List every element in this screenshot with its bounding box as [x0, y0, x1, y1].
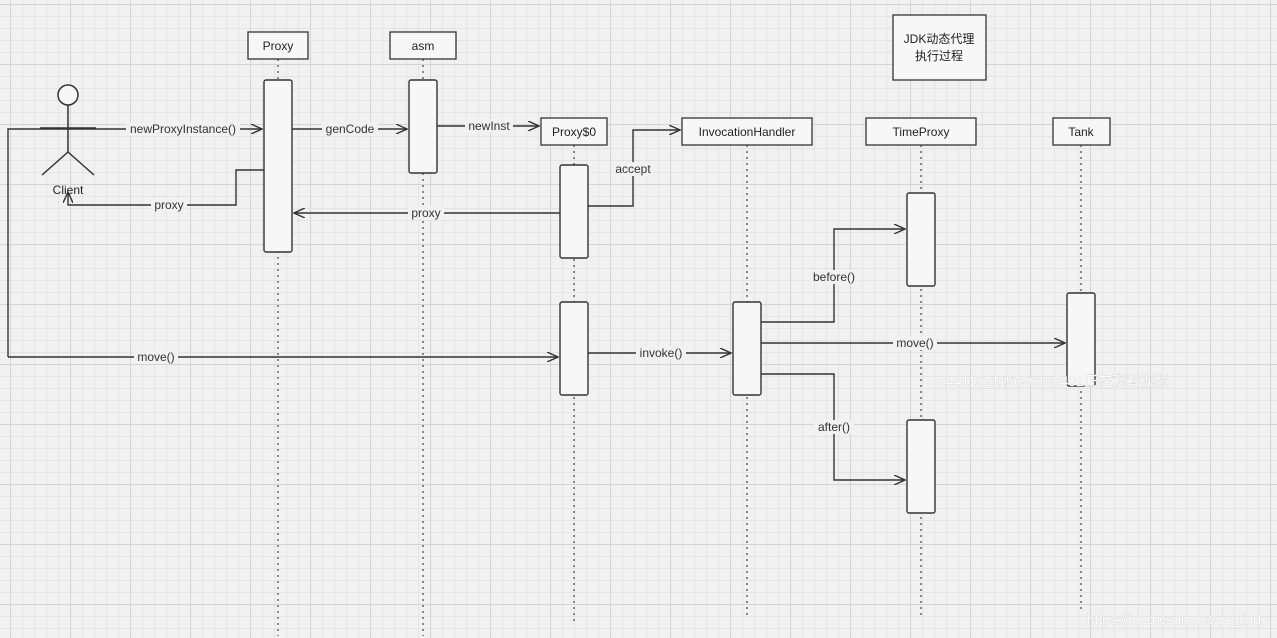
watermark-blog-url: https://blog.csdn.net/qq_lindy	[1087, 611, 1268, 627]
header-label-tank: Tank	[1068, 125, 1094, 139]
title-note-line2: 执行过程	[915, 48, 963, 63]
activation-timeproxy-1	[906, 192, 936, 287]
activation-bars	[263, 79, 1096, 514]
msg-line-new-proxy-instance	[7, 129, 262, 357]
header-label-asm: asm	[412, 39, 435, 53]
activation-proxy0-1	[559, 164, 589, 259]
watermark-viewer-count: 1441152115696160402正在观看视频	[938, 373, 1168, 389]
lifeline-header-labels: Proxy asm Proxy$0 InvocationHandler Time…	[263, 32, 1095, 139]
lifeline-headers	[247, 14, 1111, 146]
msg-label-proxy-return-1: proxy	[411, 206, 440, 220]
actor-client	[40, 84, 96, 176]
activation-timeproxy-2	[906, 419, 936, 514]
msg-label-before: before()	[813, 270, 855, 284]
header-box-handler	[681, 117, 813, 146]
activation-asm	[408, 79, 438, 174]
msg-label-move-tank: move()	[896, 336, 933, 350]
msg-label-accept: accept	[615, 162, 651, 176]
message-labels: newProxyInstance() genCode newInst accep…	[126, 119, 937, 434]
msg-label-new-proxy-instance: newProxyInstance()	[130, 122, 236, 136]
activation-proxy	[263, 79, 293, 253]
activation-proxy0-2	[559, 301, 589, 396]
actor-right-leg	[67, 151, 95, 176]
activation-tank	[1066, 292, 1096, 387]
msg-label-move-call: move()	[137, 350, 174, 364]
title-note-line1: JDK动态代理	[904, 32, 975, 46]
msg-label-new-inst: newInst	[468, 119, 510, 133]
msg-label-after: after()	[818, 420, 850, 434]
header-label-proxy: Proxy	[263, 39, 294, 53]
actor-head	[57, 84, 79, 106]
msg-line-proxy-return-2	[68, 169, 264, 206]
activation-handler	[732, 301, 762, 396]
msg-label-invoke: invoke()	[640, 346, 683, 360]
msg-label-gen-code: genCode	[326, 122, 375, 136]
header-box-asm	[389, 31, 457, 60]
header-box-proxy0	[540, 117, 608, 146]
actor-left-leg	[41, 151, 69, 176]
header-box-tank	[1052, 117, 1111, 146]
title-note-box	[892, 14, 987, 81]
actor-label: Client	[53, 183, 84, 197]
header-box-timeproxy	[865, 117, 977, 146]
header-label-handler: InvocationHandler	[699, 125, 796, 139]
header-box-proxy	[247, 31, 309, 60]
header-label-timeproxy: TimeProxy	[893, 125, 950, 139]
header-label-proxy0: Proxy$0	[552, 125, 596, 139]
msg-label-proxy-return-2: proxy	[154, 198, 183, 212]
